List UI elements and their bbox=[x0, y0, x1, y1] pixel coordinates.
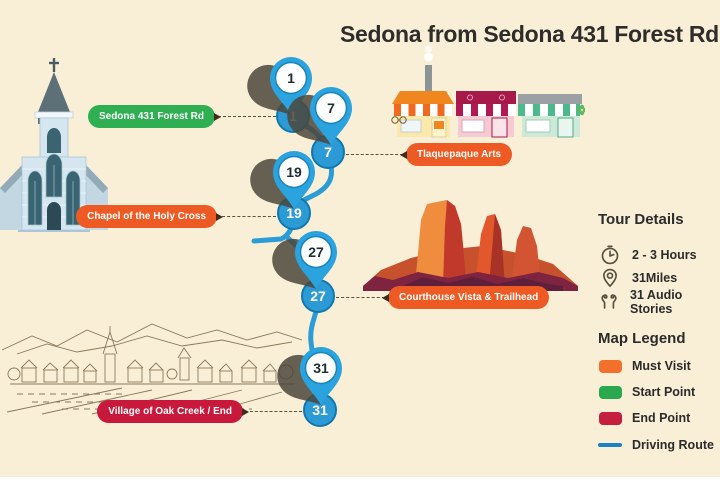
map-pin-19: 19 bbox=[250, 150, 318, 217]
connector-line-stop27 bbox=[336, 297, 390, 298]
bottom-border bbox=[0, 477, 720, 480]
tour-detail-duration: 2 - 3 Hours bbox=[598, 243, 697, 267]
map-pin-31: 31 bbox=[277, 346, 345, 413]
end-point-swatch bbox=[598, 411, 622, 425]
storefronts-illustration bbox=[391, 45, 585, 138]
tour-detail-distance: 31Miles bbox=[598, 266, 677, 290]
stop-label-courthouse-vista-trailhead: Courthouse Vista & Trailhead bbox=[382, 286, 550, 309]
map-legend-heading: Map Legend bbox=[598, 330, 686, 347]
label-arrow-icon bbox=[216, 212, 223, 221]
legend-item-end-point: End Point bbox=[598, 406, 690, 430]
stop-label-sedona-431-forest-rd: Sedona 431 Forest Rd bbox=[87, 105, 221, 128]
svg-text:27: 27 bbox=[308, 244, 324, 260]
label-arrow-icon bbox=[400, 150, 407, 159]
location-pin-icon bbox=[598, 267, 622, 289]
church-illustration bbox=[0, 58, 108, 232]
map-pin-7: 7 bbox=[287, 86, 355, 153]
earbuds-icon bbox=[598, 291, 620, 313]
must-visit-swatch bbox=[598, 359, 622, 373]
label-arrow-icon bbox=[382, 293, 389, 302]
glasses-icon bbox=[391, 116, 407, 124]
page-title: Sedona from Sedona 431 Forest Rd bbox=[340, 21, 719, 47]
label-arrow-icon bbox=[242, 407, 249, 416]
stop-label-chapel-of-the-holy-cross: Chapel of the Holy Cross bbox=[76, 205, 223, 228]
connector-line-stop7 bbox=[346, 154, 408, 155]
stop-label-village-of-oak-creek-end: Village of Oak Creek / End bbox=[97, 400, 249, 423]
tour-details-heading: Tour Details bbox=[598, 211, 684, 228]
map-pin-27: 27 bbox=[272, 230, 340, 297]
tour-detail-audio-stories: 31 Audio Stories bbox=[598, 288, 720, 316]
stop-label-tlaquepaque-arts: Tlaquepaque Arts bbox=[400, 143, 513, 166]
legend-item-start-point: Start Point bbox=[598, 380, 695, 404]
svg-text:7: 7 bbox=[327, 100, 335, 116]
red-rocks-illustration bbox=[363, 200, 578, 291]
svg-text:1: 1 bbox=[287, 70, 295, 86]
connector-line-stop31 bbox=[245, 411, 302, 412]
legend-item-must-visit: Must Visit bbox=[598, 354, 691, 378]
clock-icon bbox=[598, 244, 622, 266]
connector-line-stop1 bbox=[213, 116, 276, 117]
driving-route-swatch bbox=[598, 443, 622, 447]
svg-text:19: 19 bbox=[286, 164, 302, 180]
legend-item-driving-route: Driving Route bbox=[598, 433, 714, 457]
connector-line-stop19 bbox=[217, 216, 276, 217]
svg-text:31: 31 bbox=[313, 360, 329, 376]
label-arrow-icon bbox=[214, 112, 221, 121]
start-point-swatch bbox=[598, 385, 622, 399]
